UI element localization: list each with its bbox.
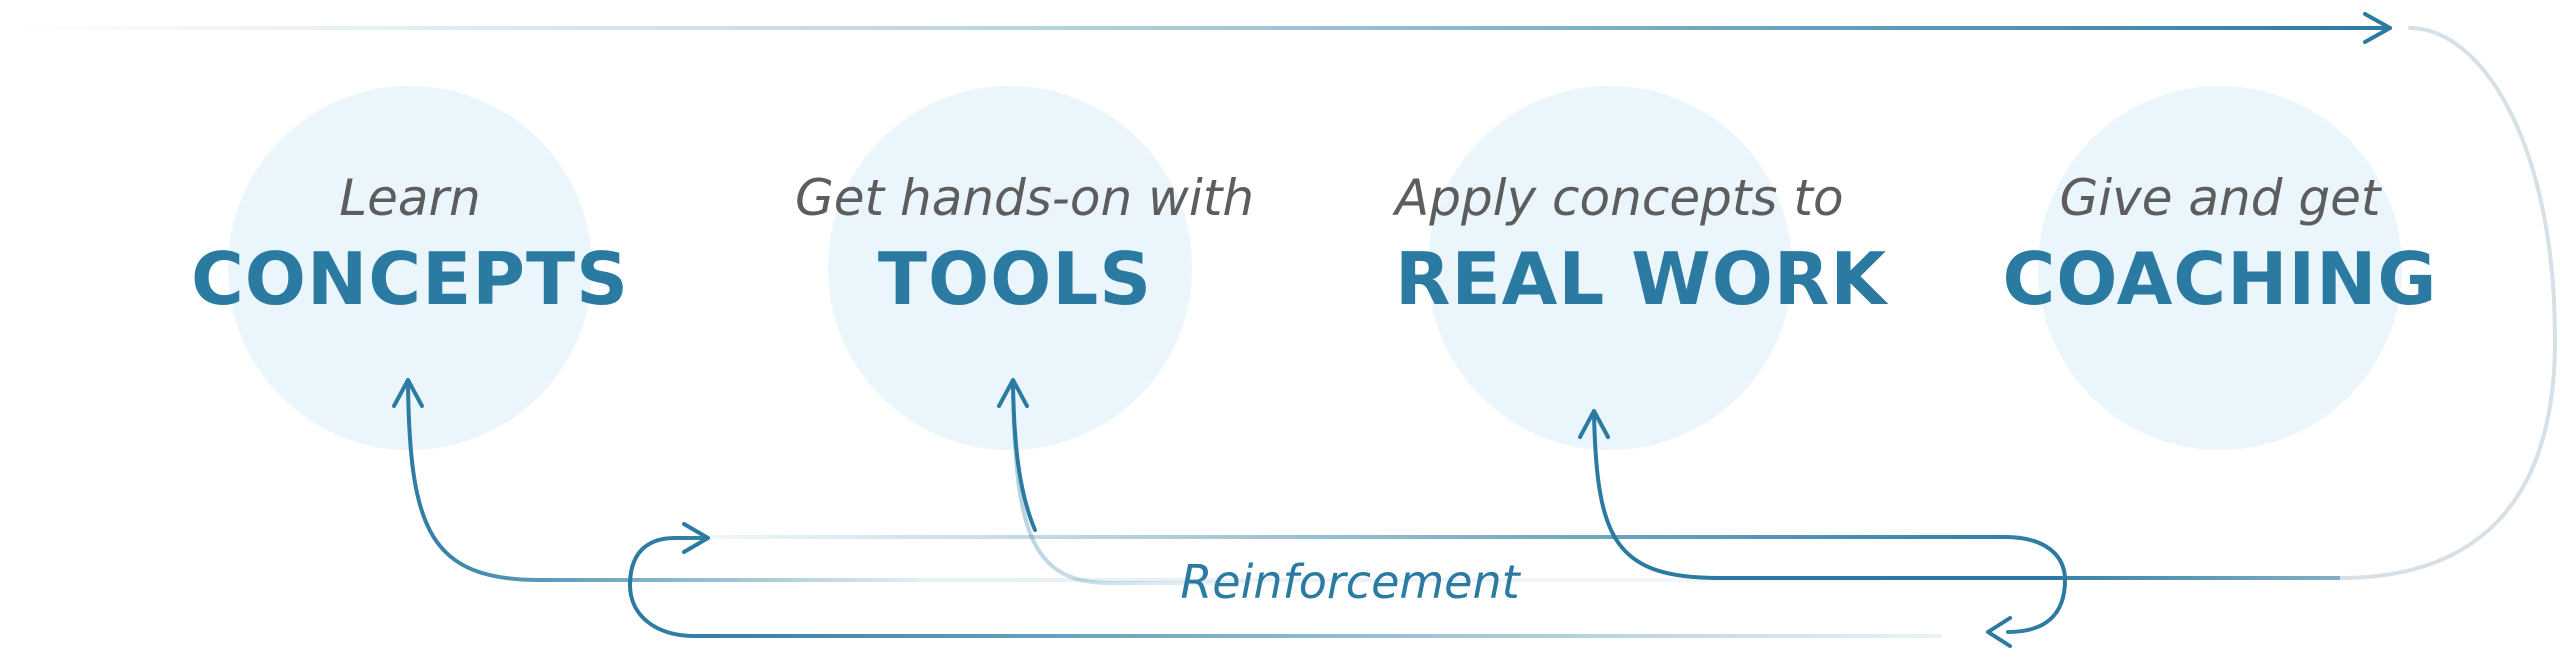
stage-coaching-title: COACHING	[2002, 237, 2438, 321]
circle-real-work	[1428, 86, 1792, 450]
circle-concepts	[228, 86, 592, 450]
return-loop-line	[2058, 26, 2558, 580]
reinforcement-loop-bottom	[627, 536, 1942, 638]
stage-real-work-subtitle: Apply concepts to	[1395, 169, 1844, 227]
reinforcement-left-arrowhead	[682, 522, 710, 554]
stage-concepts-title: CONCEPTS	[190, 237, 630, 321]
stage-concepts: Learn CONCEPTS	[190, 165, 630, 327]
stage-tools-title: TOOLS	[877, 237, 1153, 321]
top-progress-arrowhead	[2363, 12, 2392, 44]
stage-coaching: Give and get COACHING	[2000, 165, 2440, 327]
reinforcement-right-arrowhead	[1986, 616, 2012, 648]
reinforcement-label: Reinforcement	[1180, 555, 1520, 609]
stage-concepts-subtitle: Learn	[339, 169, 481, 227]
feedback-to-real-work	[1592, 413, 2062, 580]
circle-coaching	[2038, 86, 2402, 450]
real-work-arrowhead	[1578, 409, 1610, 439]
circle-tools	[828, 86, 1192, 450]
stage-coaching-subtitle: Give and get	[2059, 169, 2381, 227]
concepts-arrowhead	[392, 378, 424, 408]
feedback-to-concepts	[406, 383, 1882, 582]
stage-tools: Get hands-on with TOOLS	[795, 165, 1255, 327]
stage-real-work-title: REAL WORK	[1395, 237, 1888, 321]
reinforcement-loop-top	[698, 535, 2068, 634]
tools-feedback-upper	[1011, 383, 1037, 532]
stage-real-work: Apply concepts to REAL WORK	[1395, 165, 1888, 327]
stage-tools-subtitle: Get hands-on with	[795, 169, 1255, 227]
tools-arrowhead	[997, 378, 1029, 408]
